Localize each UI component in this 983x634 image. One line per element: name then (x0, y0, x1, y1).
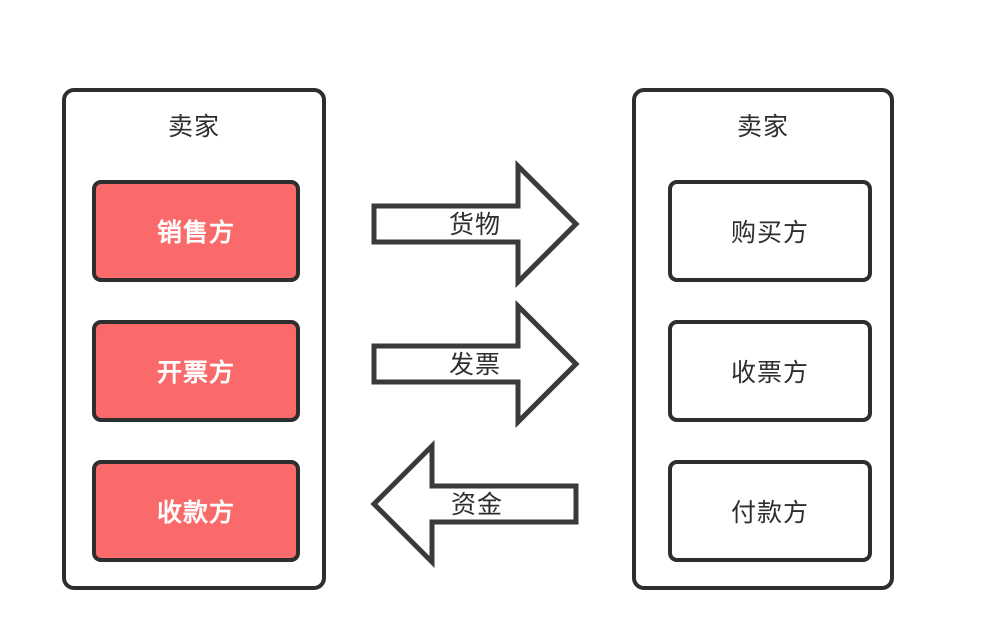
flow-arrow-funds: 资金 (370, 438, 580, 570)
panel-seller-left: 卖家 销售方 开票方 收款方 (62, 88, 326, 590)
role-box-label: 开票方 (156, 359, 235, 387)
panel-left-title: 卖家 (167, 113, 220, 141)
arrow-right-icon (371, 299, 580, 429)
arrow-right-icon (371, 159, 580, 289)
flow-arrow-invoice-label: 发票 (448, 351, 501, 379)
panel-right-title: 卖家 (736, 113, 789, 141)
role-box-purchasing-party[interactable]: 购买方 (668, 180, 872, 282)
role-box-invoice-receiving-party[interactable]: 收票方 (668, 320, 872, 422)
role-box-invoicing-party[interactable]: 开票方 (92, 320, 300, 422)
role-box-sales-party[interactable]: 销售方 (92, 180, 300, 282)
flow-arrow-funds-label: 资金 (450, 491, 503, 519)
role-box-paying-party[interactable]: 付款方 (668, 460, 872, 562)
role-box-label: 收款方 (156, 499, 235, 527)
flow-arrow-goods: 货物 (370, 158, 580, 290)
role-box-label: 收票方 (730, 359, 809, 387)
role-box-label: 付款方 (730, 499, 809, 527)
role-box-receiving-payment-party[interactable]: 收款方 (92, 460, 300, 562)
role-box-label: 销售方 (156, 219, 235, 247)
role-box-label: 购买方 (730, 219, 809, 247)
panel-seller-right: 卖家 购买方 收票方 付款方 (632, 88, 894, 590)
flow-arrow-goods-label: 货物 (448, 211, 501, 239)
flow-arrow-invoice: 发票 (370, 298, 580, 430)
arrow-left-icon (370, 439, 579, 569)
